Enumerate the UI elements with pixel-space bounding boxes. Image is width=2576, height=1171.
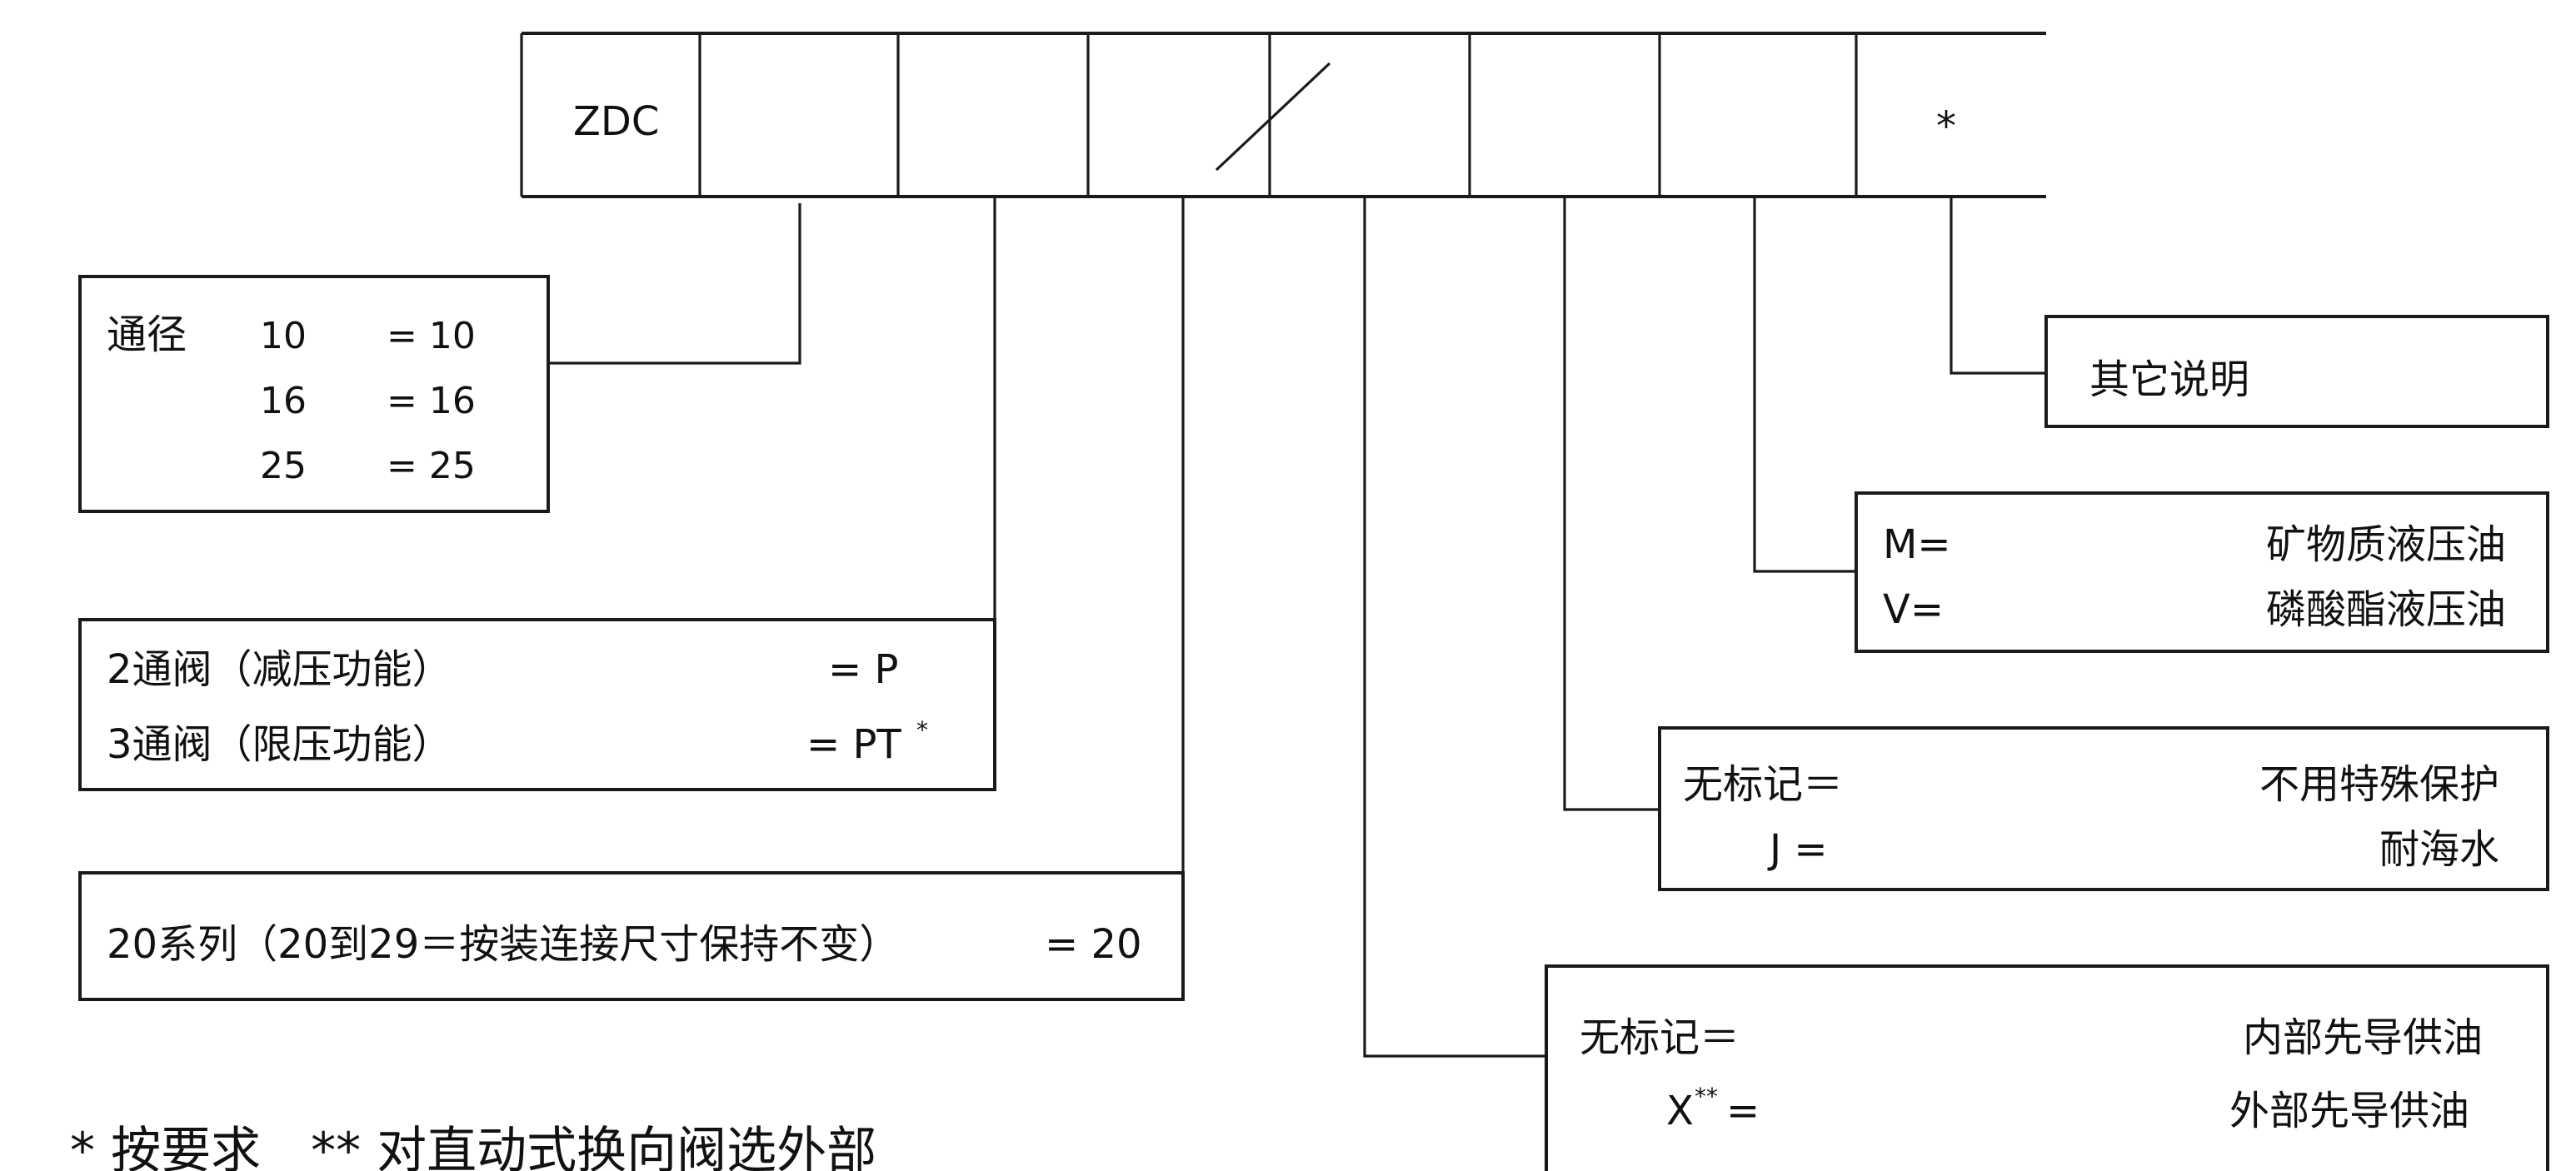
diameter-size: 25 bbox=[260, 445, 307, 487]
other-box: 其它说明 bbox=[2044, 315, 2549, 428]
diameter-code: = 10 bbox=[387, 315, 476, 357]
code-prefix: ZDC bbox=[573, 98, 659, 145]
function-code: = PT bbox=[806, 721, 901, 768]
diameter-code: = 25 bbox=[387, 445, 476, 487]
pilot-box: 无标记＝ 内部先导供油 X ** = 外部先导供油 bbox=[1545, 964, 2549, 1171]
code-row: ZDC * bbox=[520, 32, 2046, 198]
code-last: * bbox=[1936, 103, 1956, 150]
fluid-code: V= bbox=[1883, 586, 1944, 633]
protection-code: 无标记＝ bbox=[1683, 761, 1843, 808]
diameter-size: 16 bbox=[260, 380, 307, 422]
fluid-desc: 矿物质液压油 bbox=[2266, 521, 2506, 568]
function-label: 3通阀（限压功能） bbox=[107, 721, 452, 768]
protection-desc: 不用特殊保护 bbox=[2259, 761, 2499, 808]
series-box: 20系列（20到29＝按装连接尺寸保持不变） = 20 bbox=[78, 871, 1185, 1001]
series-label: 20系列（20到29＝按装连接尺寸保持不变） bbox=[107, 921, 899, 968]
footnote: * 按要求 ** 对直动式换向阀选外部 bbox=[70, 1122, 876, 1171]
protection-box: 无标记＝ 不用特殊保护 J = 耐海水 bbox=[1658, 726, 2549, 891]
pilot-desc: 外部先导供油 bbox=[2229, 1088, 2469, 1134]
diameter-box: 通径 10 = 10 16 = 16 25 = 25 bbox=[78, 275, 550, 513]
diameter-size: 10 bbox=[260, 315, 307, 357]
pilot-code: 无标记＝ bbox=[1580, 1014, 1740, 1061]
pilot-code-suffix: = bbox=[1726, 1088, 1760, 1134]
pilot-code: X bbox=[1666, 1088, 1694, 1134]
function-code: = P bbox=[828, 646, 898, 693]
fluid-box: M= 矿物质液压油 V= 磷酸酯液压油 bbox=[1855, 491, 2549, 653]
other-label: 其它说明 bbox=[2089, 356, 2249, 403]
protection-code: J = bbox=[1767, 826, 1828, 873]
pilot-code-sup: ** bbox=[1695, 1083, 1718, 1110]
fluid-code: M= bbox=[1883, 521, 1951, 568]
slash-separator bbox=[1215, 62, 1331, 172]
function-label: 2通阀（减压功能） bbox=[107, 646, 452, 693]
connector-lines bbox=[548, 197, 2046, 1058]
series-code: = 20 bbox=[1045, 921, 1142, 968]
function-box: 2通阀（减压功能） = P 3通阀（限压功能） = PT * bbox=[78, 618, 996, 791]
function-code-sup: * bbox=[916, 716, 928, 744]
protection-desc: 耐海水 bbox=[2379, 826, 2499, 873]
fluid-desc: 磷酸酯液压油 bbox=[2266, 586, 2506, 633]
diameter-label: 通径 bbox=[107, 311, 187, 358]
diameter-code: = 16 bbox=[387, 380, 476, 422]
pilot-desc: 内部先导供油 bbox=[2243, 1014, 2483, 1061]
